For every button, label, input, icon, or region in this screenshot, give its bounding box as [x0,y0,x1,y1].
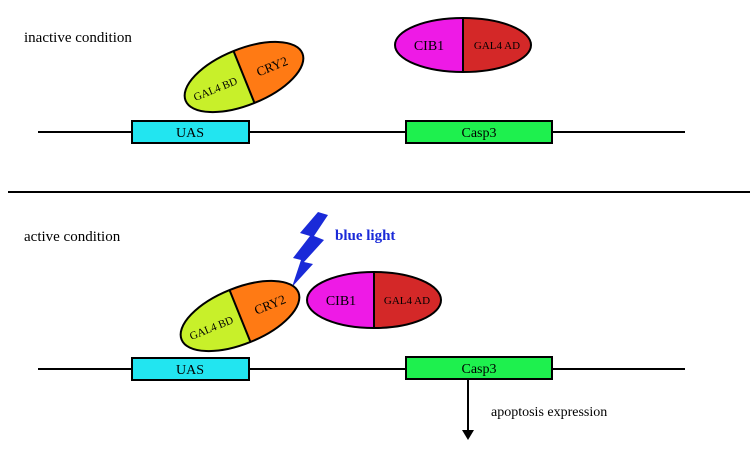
blue-light-label: blue light [335,228,395,244]
active-casp3-box [405,356,553,380]
active-panel: active condition blue light UAS Casp3 GA… [24,212,685,440]
active-cib1-label: CIB1 [326,294,356,309]
inactive-casp3-box [405,120,553,144]
inactive-uas-box [131,120,250,144]
inactive-condition-label: inactive condition [24,30,132,46]
inactive-gal4bd-cry2-protein: GAL4 BD CRY2 [175,27,313,127]
inactive-gal4ad-label: GAL4 AD [474,40,520,52]
active-condition-label: active condition [24,229,121,245]
active-uas-box [131,357,250,381]
inactive-casp3-label: Casp3 [462,126,497,141]
inactive-cib1-gal4ad-protein: CIB1 GAL4 AD [394,17,532,73]
blue-light-bolt-icon [292,212,328,287]
expression-arrow-head-icon [462,430,474,440]
active-gal4ad-label: GAL4 AD [384,295,430,307]
inactive-cib1-label: CIB1 [414,39,444,54]
apoptosis-expression-label: apoptosis expression [491,405,607,420]
active-casp3-label: Casp3 [462,362,497,377]
active-gal4bd-cry2-protein: GAL4 BD CRY2 [171,266,309,366]
active-cib1-gal4ad-protein: CIB1 GAL4 AD [306,271,442,329]
inactive-panel: inactive condition UAS Casp3 GAL4 BD CRY… [24,17,685,144]
active-uas-label: UAS [176,363,204,378]
inactive-uas-label: UAS [176,126,204,141]
